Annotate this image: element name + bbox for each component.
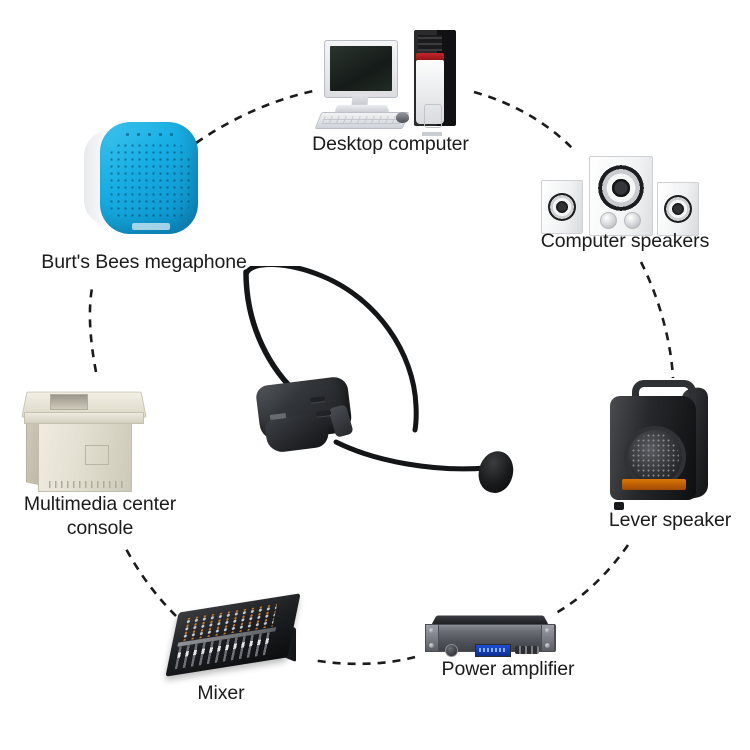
tower-optical-drive [422, 132, 442, 136]
label-mixer: Mixer [197, 682, 245, 704]
tower-power-button [424, 104, 442, 128]
speaker-top-vents [122, 129, 180, 140]
label-desktop-computer: Desktop computer [312, 133, 469, 155]
keyboard-icon [314, 112, 410, 129]
speaker-grille [108, 142, 190, 220]
connector-mixer-to-console [122, 544, 177, 617]
control-panel [622, 479, 686, 490]
carry-handle-icon [632, 380, 696, 407]
node-burts-bees-megaphone[interactable] [84, 122, 204, 240]
tower-front-panel [416, 60, 444, 136]
label-lever-speaker: Lever speaker [608, 509, 732, 531]
monitor-screen [330, 46, 392, 91]
connector-console-to-megaphone [88, 287, 98, 373]
mouse-icon [396, 112, 409, 123]
volume-knob [600, 212, 617, 229]
label-computer-speakers: Computer speakers [540, 230, 710, 252]
amplifier-front-panel [426, 624, 556, 657]
console-vents [49, 481, 123, 488]
console-front-panel [38, 422, 132, 492]
label-line-2: console [66, 517, 134, 539]
speaker-cone-icon [664, 195, 692, 223]
rack-ear-right [541, 624, 555, 652]
node-computer-speakers[interactable] [541, 148, 699, 240]
subwoofer-speaker [589, 156, 653, 236]
tower-drive-slots [418, 35, 442, 51]
connector-speakers-to-lever [639, 261, 675, 379]
console-access-door [85, 445, 109, 465]
bluetooth-speaker-icon [100, 122, 198, 234]
label-power-amplifier: Power amplifier [441, 658, 575, 680]
speaker-foot [614, 502, 624, 510]
node-multimedia-center-console[interactable] [21, 380, 147, 494]
amplifier-power-knob [445, 644, 458, 657]
subwoofer-cone-icon [598, 165, 644, 211]
speaker-brand-logo [132, 223, 170, 230]
speaker-cabinet-front [610, 396, 696, 500]
satellite-speaker-right [657, 182, 699, 236]
node-power-amplifier[interactable] [425, 612, 556, 657]
node-lever-speaker[interactable] [604, 378, 716, 510]
tone-knob [624, 212, 641, 229]
mixer-control-surface [165, 593, 301, 677]
console-monitor-well [50, 394, 88, 410]
headset-microphone-icon[interactable] [236, 262, 536, 506]
computer-tower-icon [414, 30, 456, 136]
console-front-lip [24, 412, 144, 424]
satellite-speaker-left [541, 180, 583, 234]
amplifier-display [475, 644, 511, 657]
connector-amplifier-to-mixer [311, 655, 416, 666]
speaker-cone-icon [548, 193, 576, 221]
speaker-driver-icon [624, 426, 686, 488]
label-line-1: Multimedia center [23, 493, 177, 515]
node-mixer[interactable] [165, 593, 301, 677]
amplifier-buttons [515, 646, 539, 654]
connector-lever-to-amplifier [555, 544, 630, 615]
label-burts-bees-megaphone: Burt's Bees megaphone [41, 251, 247, 273]
tower-accent-stripe [416, 53, 444, 61]
rack-ear-left [425, 624, 439, 652]
node-desktop-computer[interactable] [314, 24, 463, 136]
monitor-icon [324, 40, 398, 98]
